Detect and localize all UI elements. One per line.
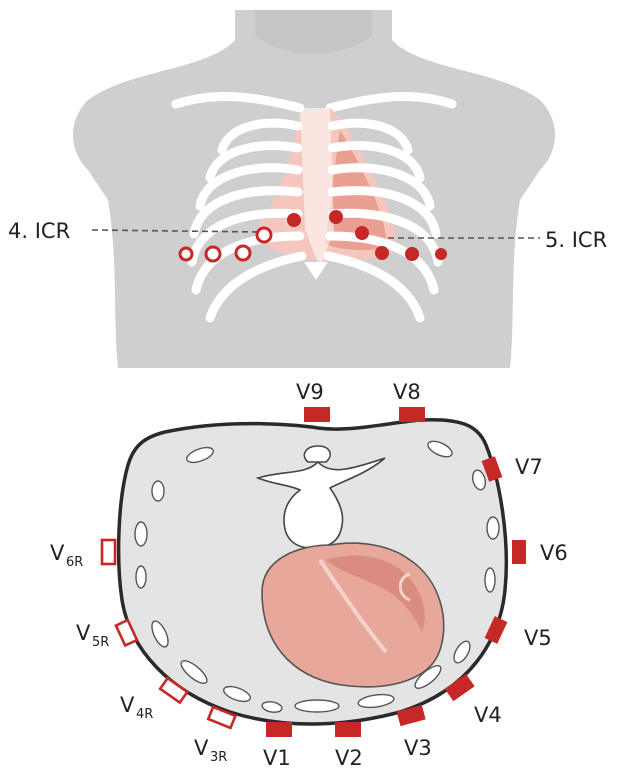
electrode-ring bbox=[206, 247, 220, 261]
label-v1: V1 bbox=[263, 746, 291, 770]
electrode-dot bbox=[355, 226, 369, 240]
label-v6r: V 6R bbox=[50, 541, 83, 570]
label-v3r-main: V bbox=[194, 736, 209, 760]
label-v5r: V 5R bbox=[76, 621, 109, 650]
label-v5r-main: V bbox=[76, 621, 91, 645]
electrode-v2 bbox=[335, 722, 361, 737]
label-v3r: V 3R bbox=[194, 736, 227, 765]
electrode-ring bbox=[236, 246, 250, 260]
electrode-v8 bbox=[399, 407, 425, 422]
label-v5r-sub: 5R bbox=[92, 635, 109, 650]
label-v6r-main: V bbox=[50, 541, 65, 565]
label-v2: V2 bbox=[335, 746, 363, 770]
label-v5: V5 bbox=[524, 626, 552, 650]
label-v3r-sub: 3R bbox=[210, 750, 227, 765]
electrode-v6 bbox=[512, 540, 526, 564]
label-v7: V7 bbox=[515, 455, 543, 479]
electrode-dot bbox=[435, 248, 447, 260]
label-v4r-sub: 4R bbox=[136, 707, 153, 722]
electrode-dot bbox=[375, 246, 389, 260]
electrode-v1 bbox=[266, 722, 292, 737]
electrode-v9 bbox=[304, 407, 330, 422]
label-v6: V6 bbox=[540, 541, 568, 565]
label-v4r-main: V bbox=[120, 693, 135, 717]
label-v9: V9 bbox=[296, 380, 324, 404]
label-v4: V4 bbox=[474, 703, 502, 727]
icr4-label: 4. ICR bbox=[8, 219, 70, 243]
label-v4r: V 4R bbox=[120, 693, 153, 722]
thorax-cross-section: V9 V8 V7 V6 V5 V4 V3 V2 V1 V 6R V 5R V 4… bbox=[50, 380, 568, 770]
icr5-label: 5. ICR bbox=[545, 228, 607, 252]
electrode-ring bbox=[257, 228, 271, 242]
label-v3: V3 bbox=[404, 736, 432, 760]
electrode-dot bbox=[329, 210, 343, 224]
label-v8: V8 bbox=[393, 380, 421, 404]
label-v6r-sub: 6R bbox=[66, 555, 83, 570]
electrode-ring bbox=[180, 248, 192, 260]
electrode-dot bbox=[405, 247, 419, 261]
electrode-dot bbox=[287, 213, 301, 227]
chest-illustration: 4. ICR 5. ICR bbox=[8, 10, 607, 368]
electrode-v6r bbox=[102, 540, 115, 564]
